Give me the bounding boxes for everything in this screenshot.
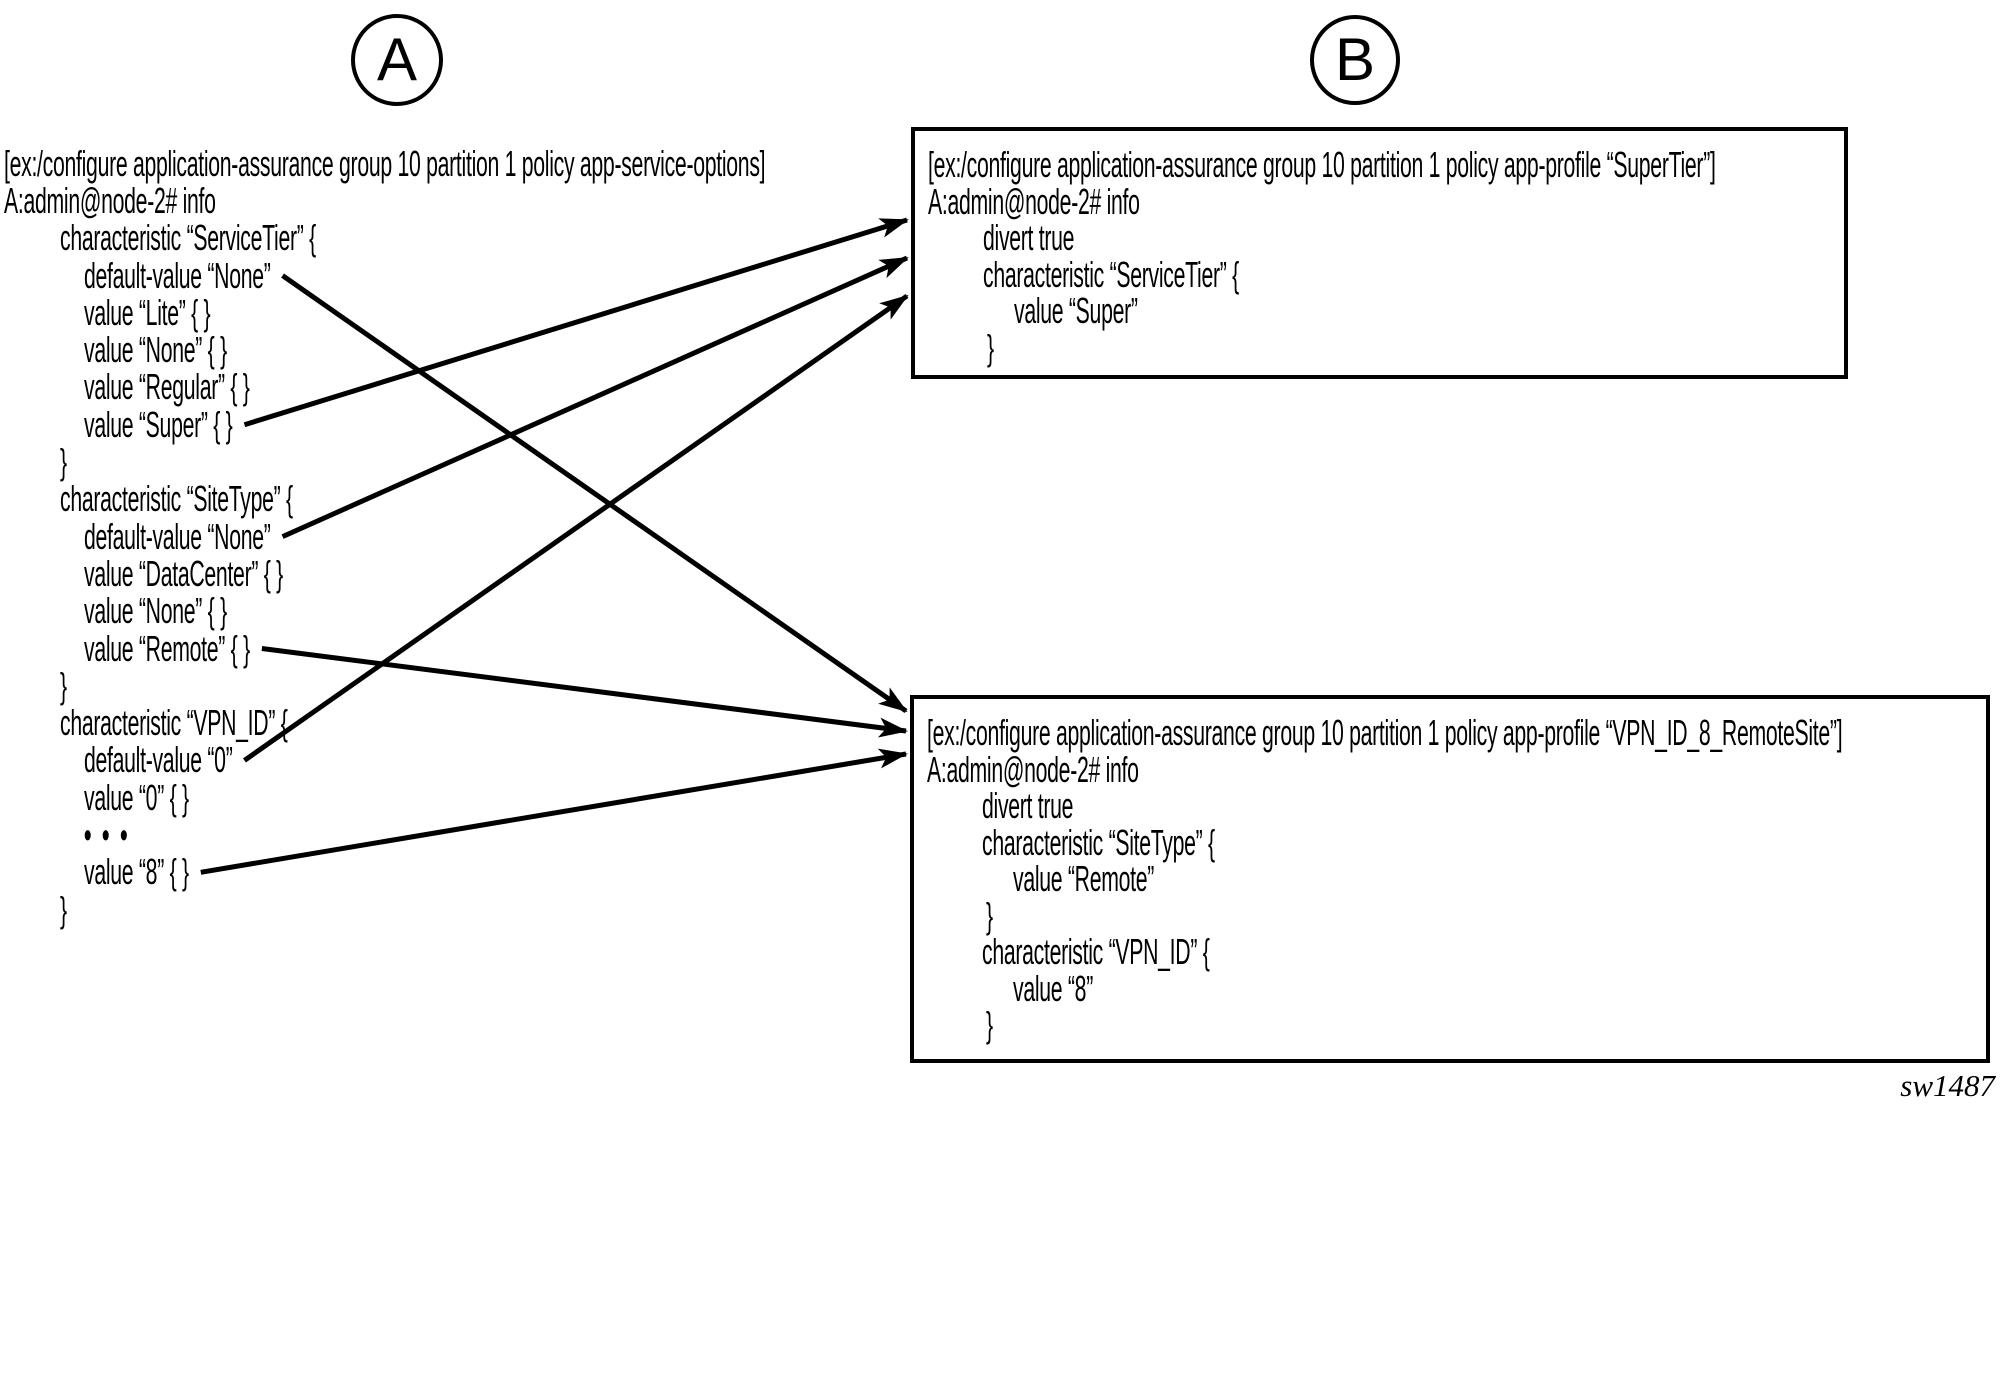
- code-line-text: default-value “None”: [84, 515, 271, 557]
- box-app-profile-supertier: [ex:/configure application-assurance gro…: [911, 127, 1848, 379]
- code-line: }: [914, 1004, 1986, 1046]
- code-line: characteristic “SiteType” {: [0, 478, 910, 520]
- code-line: value “0” { }: [0, 776, 910, 818]
- code-line: }: [0, 888, 910, 930]
- code-line-text: }: [987, 326, 994, 368]
- code-line-text: }: [60, 888, 67, 930]
- watermark: sw1487: [1900, 1068, 1995, 1103]
- code-line-text: value “DataCenter” { }: [84, 552, 283, 594]
- code-line: value “Super” { }: [0, 403, 910, 445]
- panel-app-service-options: [ex:/configure application-assurance gro…: [0, 142, 910, 930]
- code-line: [ex:/configure application-assurance gro…: [914, 712, 1986, 754]
- code-line: divert true: [914, 785, 1986, 827]
- code-line-text: }: [60, 664, 67, 706]
- code-line: value “Remote”: [914, 858, 1986, 900]
- code-line: characteristic “VPN_ID” {: [914, 931, 1986, 973]
- code-line: value “8”: [914, 967, 1986, 1009]
- code-line-text: value “None” { }: [84, 590, 227, 632]
- code-line: A:admin@node-2# info: [914, 748, 1986, 790]
- code-line-text: value “Regular” { }: [84, 366, 250, 408]
- code-line: }: [0, 441, 910, 483]
- code-line-text: divert true: [982, 785, 1074, 827]
- code-line: A:admin@node-2# info: [915, 180, 1844, 222]
- code-line: default-value “None”: [0, 254, 910, 296]
- code-line: value “Regular” { }: [0, 366, 910, 408]
- code-line-text: value “Super” { }: [84, 403, 233, 445]
- code-line: • • •: [0, 814, 910, 855]
- code-line-text: }: [986, 894, 993, 936]
- code-line: value “None” { }: [0, 329, 910, 371]
- code-line-text: value “Remote” { }: [84, 627, 250, 669]
- code-line-text: characteristic “SiteType” {: [60, 478, 293, 520]
- code-line-text: characteristic “ServiceTier” {: [60, 217, 316, 259]
- code-line: [ex:/configure application-assurance gro…: [915, 144, 1844, 186]
- code-line-text: value “None” { }: [84, 329, 227, 371]
- code-line: characteristic “ServiceTier” {: [0, 217, 910, 259]
- code-line-text: [ex:/configure application-assurance gro…: [927, 712, 1843, 754]
- code-line-text: default-value “0”: [84, 739, 233, 781]
- label-b-circle: B: [1310, 15, 1400, 105]
- code-line: value “Lite” { }: [0, 291, 910, 333]
- code-line: }: [915, 326, 1844, 368]
- code-line: A:admin@node-2# info: [0, 179, 910, 221]
- code-line-text: A:admin@node-2# info: [927, 748, 1139, 790]
- code-line-text: [ex:/configure application-assurance gro…: [4, 142, 766, 184]
- code-line-text: }: [60, 441, 67, 483]
- code-line: value “None” { }: [0, 590, 910, 632]
- code-line: value “Super”: [915, 290, 1844, 332]
- code-line: value “8” { }: [0, 851, 910, 893]
- code-line: value “DataCenter” { }: [0, 552, 910, 594]
- code-line-text: value “8” { }: [84, 851, 189, 893]
- code-line: characteristic “ServiceTier” {: [915, 253, 1844, 295]
- code-line-text: characteristic “SiteType” {: [982, 821, 1215, 863]
- code-line-text: value “Remote”: [1013, 858, 1155, 900]
- code-line-text: characteristic “ServiceTier” {: [983, 253, 1239, 295]
- label-a: A: [376, 26, 418, 93]
- code-line-text: A:admin@node-2# info: [4, 179, 216, 221]
- code-line-text: value “Super”: [1014, 290, 1138, 332]
- code-line: characteristic “VPN_ID” {: [0, 702, 910, 744]
- code-line-text: • • •: [84, 814, 130, 855]
- code-line: divert true: [915, 217, 1844, 259]
- code-line: default-value “None”: [0, 515, 910, 557]
- code-line: }: [914, 894, 1986, 936]
- code-line-text: A:admin@node-2# info: [928, 180, 1140, 222]
- code-line-text: }: [986, 1004, 993, 1046]
- code-line: value “Remote” { }: [0, 627, 910, 669]
- code-line-text: characteristic “VPN_ID” {: [60, 702, 288, 744]
- code-line-text: default-value “None”: [84, 254, 271, 296]
- code-line: }: [0, 664, 910, 706]
- code-line-text: characteristic “VPN_ID” {: [982, 931, 1210, 973]
- code-line: [ex:/configure application-assurance gro…: [0, 142, 910, 184]
- code-line-text: value “Lite” { }: [84, 291, 211, 333]
- code-line: default-value “0”: [0, 739, 910, 781]
- code-line-text: [ex:/configure application-assurance gro…: [928, 144, 1716, 186]
- box-app-profile-vpn-id-8-remotesite: [ex:/configure application-assurance gro…: [910, 695, 1990, 1063]
- code-line-text: value “0” { }: [84, 776, 189, 818]
- label-b: B: [1334, 26, 1376, 93]
- code-line-text: divert true: [983, 217, 1075, 259]
- code-line-text: value “8”: [1013, 967, 1093, 1009]
- label-a-circle: A: [351, 14, 443, 106]
- code-line: characteristic “SiteType” {: [914, 821, 1986, 863]
